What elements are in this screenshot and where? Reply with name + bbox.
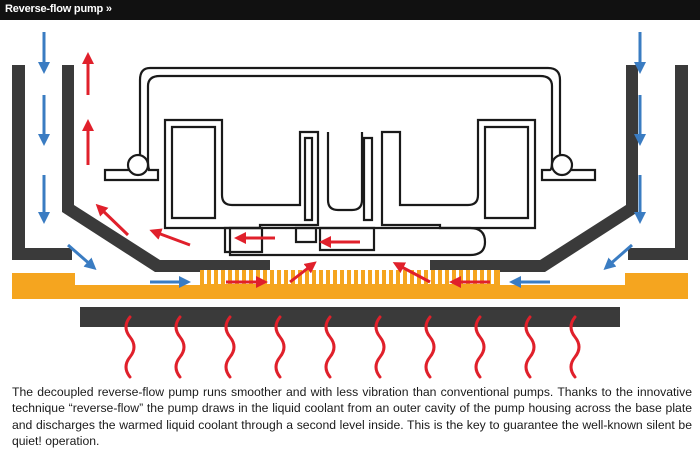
cold-flow-arrow xyxy=(603,243,633,270)
heat-wave xyxy=(174,315,186,379)
cold-flow-arrows xyxy=(38,32,646,288)
warm-flow-arrow xyxy=(392,262,431,284)
bearing-left xyxy=(126,153,150,177)
heat-wave xyxy=(324,315,336,379)
heat-wave xyxy=(224,315,236,379)
outer-housing xyxy=(12,65,688,260)
warm-flow-arrow xyxy=(149,228,191,247)
heat-source-bar xyxy=(80,307,620,327)
heat-wave xyxy=(474,315,486,379)
reverse-flow-pump-diagram xyxy=(12,32,688,379)
warm-flow-arrows xyxy=(82,52,490,288)
warm-flow-arrow xyxy=(95,203,130,237)
impeller xyxy=(163,118,537,257)
heat-wave xyxy=(524,315,536,379)
heat-wave xyxy=(374,315,386,379)
cold-flow-arrow xyxy=(67,243,97,270)
heat-waves xyxy=(124,315,581,379)
warm-flow-arrow xyxy=(289,261,317,284)
heat-wave xyxy=(569,315,581,379)
cooling-fins xyxy=(200,270,500,288)
bearing-right xyxy=(550,153,574,177)
header-bar: Reverse-flow pump » xyxy=(0,0,700,20)
pump-cover xyxy=(103,66,597,182)
heat-wave xyxy=(274,315,286,379)
header-title: Reverse-flow pump » xyxy=(5,3,112,15)
heat-wave xyxy=(424,315,436,379)
heat-wave xyxy=(124,315,136,379)
caption-text: The decoupled reverse-flow pump runs smo… xyxy=(12,385,692,448)
